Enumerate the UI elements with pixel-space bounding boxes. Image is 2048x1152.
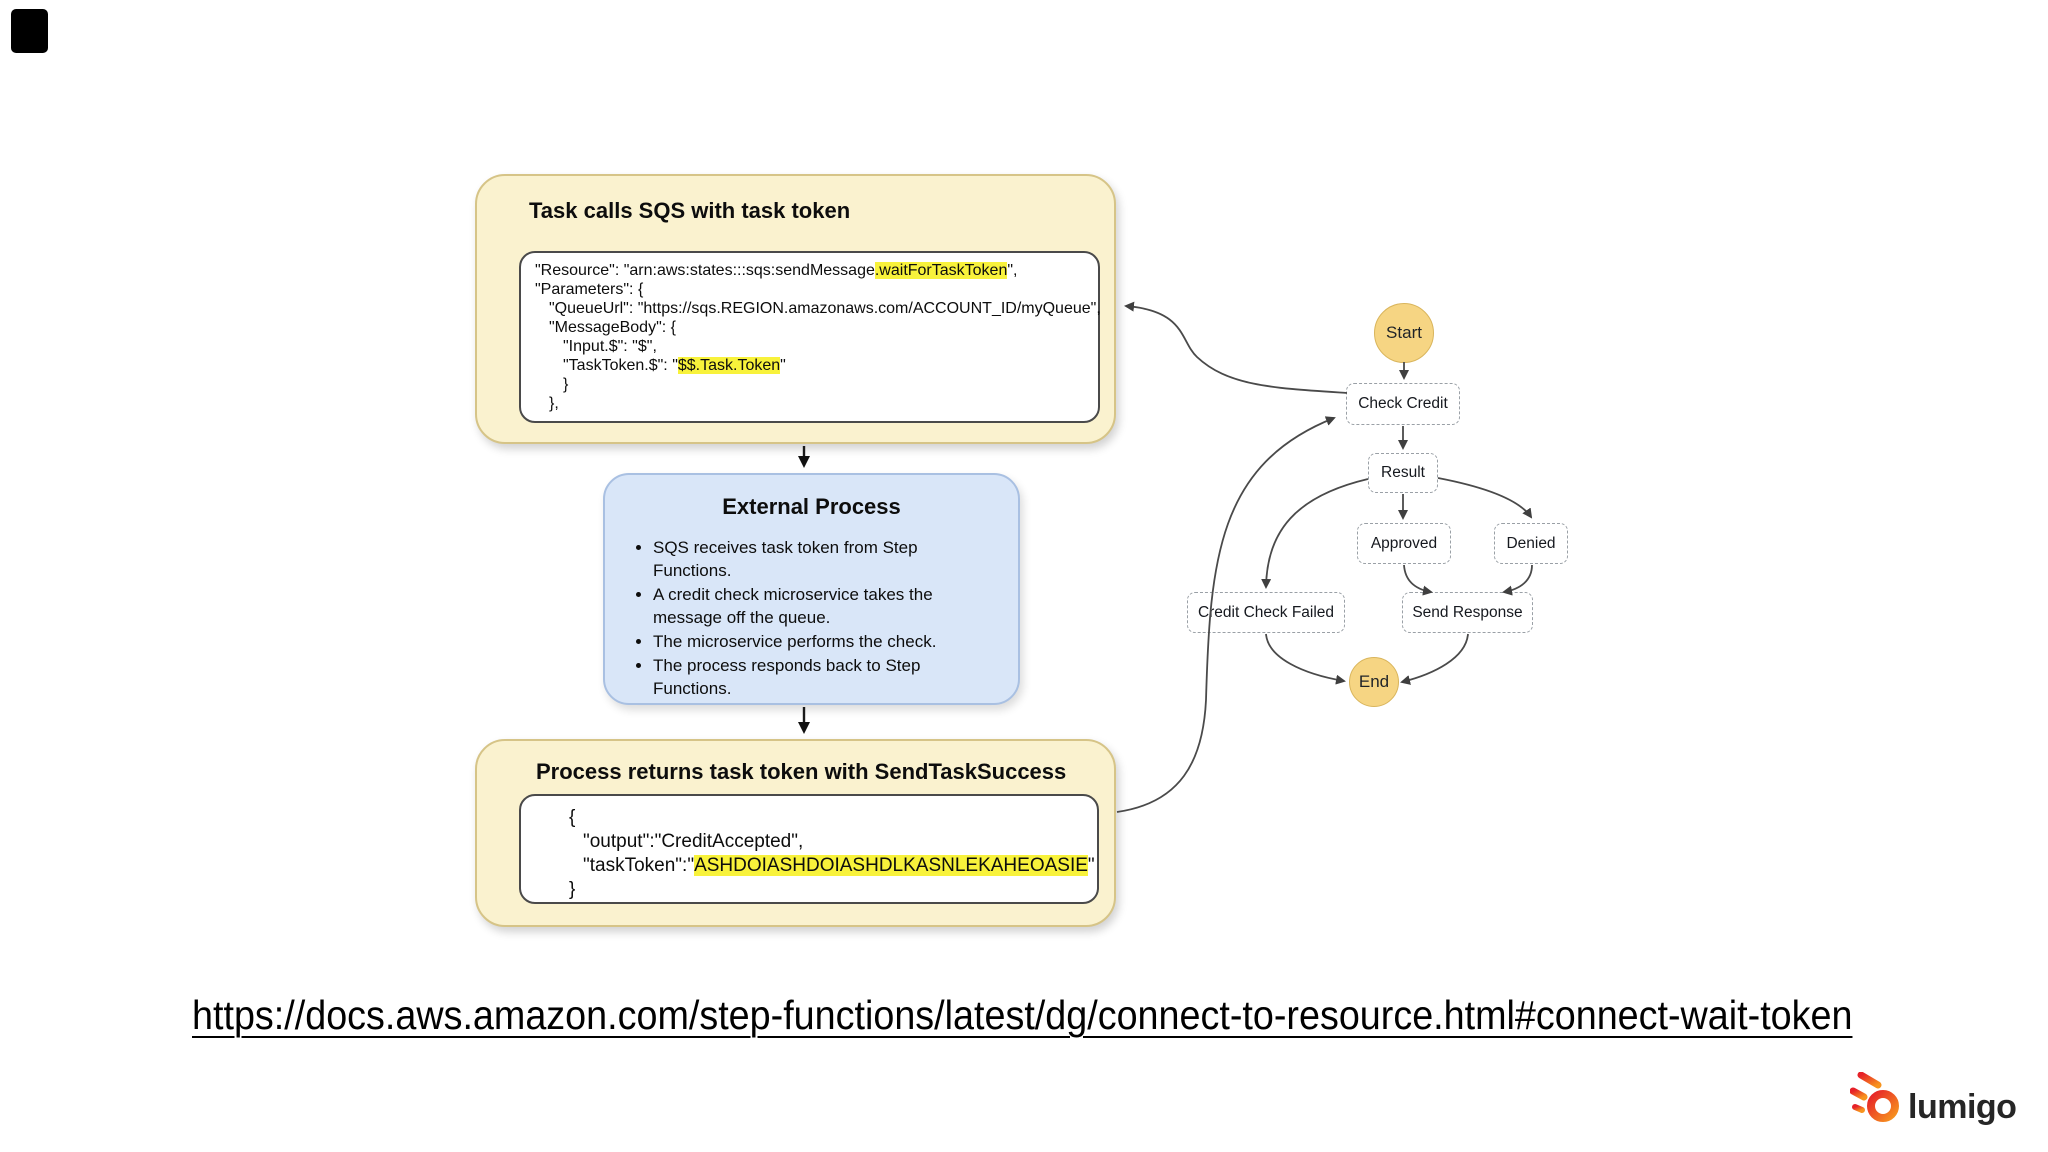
- code-line: "Parameters": {: [535, 281, 644, 298]
- highlight-task-token-value: ASHDOIASHDOIASHDLKASNLEKAHEOASIE: [694, 855, 1088, 876]
- arrow-credit-check-failed-to-end: [1265, 633, 1346, 685]
- node-send-response: Send Response: [1402, 592, 1533, 633]
- arrow-result-to-denied: [1437, 477, 1533, 519]
- code-line: "taskToken":"ASHDOIASHDOIASHDLKASNLEKAHE…: [583, 855, 1095, 876]
- highlight-wait-for-task-token: .waitForTaskToken: [874, 262, 1008, 279]
- arrow-denied-to-send-response: [1502, 564, 1533, 596]
- node-denied: Denied: [1494, 523, 1568, 564]
- send-task-success-box: Process returns task token with SendTask…: [475, 739, 1116, 927]
- bullet-item: The microservice performs the check.: [653, 630, 955, 653]
- task-token-code-box: "Resource": "arn:aws:states:::sqs:sendMe…: [519, 251, 1101, 423]
- node-check-credit: Check Credit: [1346, 383, 1460, 425]
- bullet-item: The process responds back to Step Functi…: [653, 654, 955, 700]
- task-token-box: Task calls SQS with task token "Resource…: [475, 174, 1116, 444]
- arrow-approved-to-send-response: [1403, 564, 1433, 596]
- node-end: End: [1349, 657, 1399, 707]
- code-line: },: [549, 395, 559, 412]
- lumigo-logo: lumigo: [1850, 1072, 2017, 1127]
- send-task-success-title: Process returns task token with SendTask…: [536, 759, 1067, 784]
- code-line: "TaskToken.$": "$$.Task.Token": [563, 357, 786, 374]
- corner-overlay: [11, 9, 48, 53]
- code-line: "QueueUrl": "https://sqs.REGION.amazonaw…: [549, 300, 1101, 317]
- code-line: }: [569, 879, 576, 900]
- code-line: }: [563, 376, 569, 393]
- bullet-item: SQS receives task token from Step Functi…: [653, 536, 955, 582]
- bullet-item: A credit check microservice takes the me…: [653, 583, 955, 629]
- send-task-success-code-box: { "output":"CreditAccepted", "taskToken"…: [519, 794, 1099, 904]
- highlight-task-token-path: $$.Task.Token: [677, 357, 781, 374]
- code-line: "MessageBody": {: [549, 319, 676, 336]
- code-line: "Resource": "arn:aws:states:::sqs:sendMe…: [535, 262, 1018, 279]
- node-result: Result: [1368, 453, 1438, 493]
- node-start: Start: [1374, 303, 1434, 363]
- task-token-title: Task calls SQS with task token: [529, 198, 851, 223]
- arrow-send-response-to-end: [1400, 633, 1469, 685]
- arrow-result-to-credit-check-failed: [1261, 478, 1369, 589]
- lumigo-flame-icon: [1850, 1072, 1899, 1122]
- arrow-check-credit-to-task-box: [1124, 301, 1348, 394]
- code-line: {: [569, 807, 576, 828]
- external-process-title: External Process: [722, 494, 901, 519]
- external-process-list: SQS receives task token from Step Functi…: [635, 536, 1018, 700]
- code-line: "output":"CreditAccepted",: [583, 831, 804, 852]
- code-line: "Input.$": "$",: [563, 338, 657, 355]
- node-credit-check-failed: Credit Check Failed: [1187, 592, 1345, 633]
- node-approved: Approved: [1357, 523, 1451, 564]
- external-process-box: External Process SQS receives task token…: [603, 473, 1020, 705]
- lumigo-wordmark: lumigo: [1908, 1088, 2017, 1126]
- docs-url-link[interactable]: https://docs.aws.amazon.com/step-functio…: [192, 992, 1853, 1038]
